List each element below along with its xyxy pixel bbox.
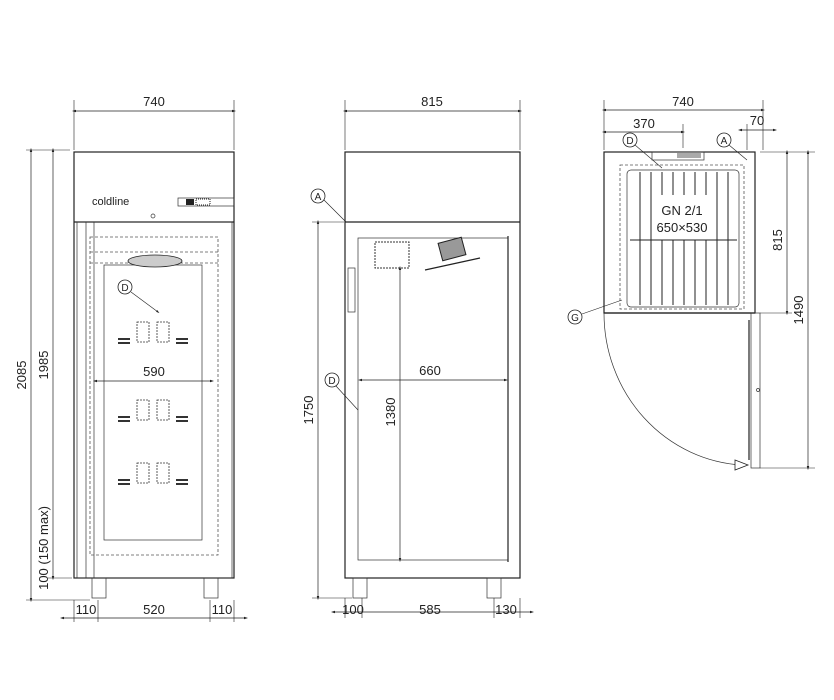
dim-width: 740 xyxy=(143,94,165,109)
hinge xyxy=(347,267,356,313)
fan-unit xyxy=(424,236,481,271)
front-view: coldline xyxy=(14,94,249,622)
foot-right xyxy=(203,577,219,599)
callout-d-side: D xyxy=(324,372,340,388)
lock-icon xyxy=(150,213,156,219)
dim-depth: 815 xyxy=(421,94,443,109)
callout-g-top: G xyxy=(567,309,583,325)
side-view: A D 815 660 1750 1380 100 585 130 xyxy=(301,94,535,618)
control-panel xyxy=(177,197,235,207)
callout-d-front: D xyxy=(117,279,133,295)
callout-a-top: A xyxy=(716,132,732,148)
dim-bottom-span: 585 xyxy=(419,602,441,617)
dim-feet-span: 520 xyxy=(143,602,165,617)
fan-icon xyxy=(127,254,183,268)
gn-tray xyxy=(626,169,740,308)
svg-text:D: D xyxy=(121,283,128,294)
brand-logo: coldline xyxy=(92,196,129,208)
dim-inner-height: 1380 xyxy=(383,398,398,427)
dim-open-depth: 1490 xyxy=(791,296,806,325)
door-swing-arc xyxy=(603,312,743,466)
dim-body-height: 1985 xyxy=(36,351,51,380)
dim-bottom-right: 130 xyxy=(495,602,517,617)
tray-size: 650×530 xyxy=(657,220,708,235)
svg-text:A: A xyxy=(315,192,322,203)
tray-grid xyxy=(630,172,737,305)
dim-inner-height-total: 1750 xyxy=(301,396,316,425)
dim-bottom-left: 100 xyxy=(342,602,364,617)
dim-top-depth: 815 xyxy=(770,229,785,251)
foot-left xyxy=(91,577,107,599)
callout-a-side: A xyxy=(310,188,326,204)
dim-feet-height: 100 (150 max) xyxy=(36,506,51,590)
open-door xyxy=(750,312,761,469)
dim-half-width: 370 xyxy=(633,116,655,131)
door xyxy=(76,221,233,579)
tray-type: GN 2/1 xyxy=(661,203,702,218)
dim-inner-width: 590 xyxy=(143,364,165,379)
svg-text:D: D xyxy=(626,136,633,147)
svg-text:D: D xyxy=(328,376,335,387)
dim-offset: 70 xyxy=(750,113,764,128)
dim-inner-depth: 660 xyxy=(419,363,441,378)
evaporator xyxy=(374,241,410,269)
dim-feet-right: 110 xyxy=(212,602,233,617)
cabinet-outline-side xyxy=(344,151,521,579)
vent-grilles xyxy=(118,321,188,485)
svg-text:G: G xyxy=(571,313,579,324)
dim-total-height: 2085 xyxy=(14,361,29,390)
dim-top-width: 740 xyxy=(672,94,694,109)
svg-text:A: A xyxy=(721,136,728,147)
dim-feet-left: 110 xyxy=(76,602,97,617)
top-view: GN 2/1 650×530 D A G 740 370 70 815 14 xyxy=(567,94,815,471)
callout-d-top: D xyxy=(622,132,638,148)
